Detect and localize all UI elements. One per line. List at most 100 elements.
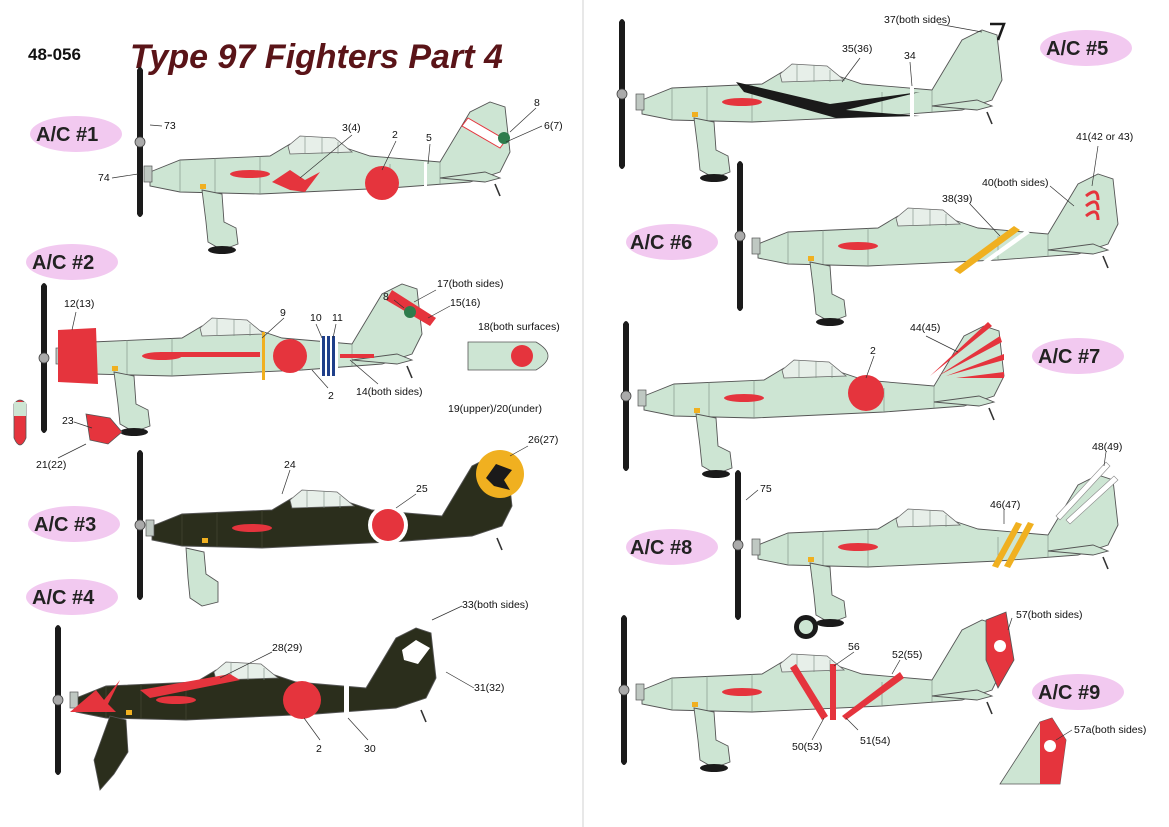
ac2-blue-bands [320, 334, 338, 378]
ac5-callout-34: 34 [904, 50, 916, 62]
ac2-wheel-spat [85, 413, 123, 445]
ac9-propeller [618, 614, 630, 766]
ac9-callout-57: 57(both sides) [1016, 609, 1083, 621]
ac6-propeller [734, 160, 746, 312]
ac8-propeller [732, 469, 744, 621]
ac3-hinomaru [372, 509, 404, 541]
ac8-callout-46: 46(47) [990, 499, 1020, 511]
ac8-diagonal-bands [992, 522, 1034, 568]
ac3-propeller [134, 449, 146, 601]
ac1-callout-3: 3(4) [342, 122, 361, 134]
aircraft-3: A/C #3 24 25 26(27) [28, 434, 558, 607]
ac1-hinomaru [365, 166, 399, 200]
ac2-callout-23: 23 [62, 415, 74, 427]
ac1-callout-73: 73 [164, 120, 176, 132]
ac8-callout-48: 48(49) [1092, 441, 1122, 453]
ac2-propeller [38, 282, 50, 434]
ac1-callout-5: 5 [426, 132, 432, 144]
ac4-hinomaru [283, 681, 321, 719]
ac9-tail-detail [999, 717, 1067, 785]
ac1-profile [143, 101, 511, 255]
ac2-rear-stripe [340, 354, 374, 358]
ac2-callout-21: 21(22) [36, 459, 66, 471]
ac8-callout-75: 75 [760, 483, 772, 495]
ac8-profile [751, 474, 1119, 628]
ac2-callout-9: 9 [280, 307, 286, 319]
ac4-callout-31: 31(32) [474, 682, 504, 694]
aircraft-4: A/C #4 33(both sides) 28(29) 31(32) 2 30 [26, 579, 529, 791]
ac4-callout-2: 2 [316, 743, 322, 755]
ac5-fuselage-band [910, 86, 914, 120]
ac2-drop-tank [13, 399, 27, 446]
aircraft-6: A/C #6 41(42 or 43) 40(both sides) 38(39… [626, 131, 1133, 327]
ac6-tail-marking [1085, 190, 1100, 221]
ac3-landing-gear [185, 547, 219, 607]
ac1-callout-6: 6(7) [544, 120, 563, 132]
ac9-label: A/C #9 [1038, 682, 1100, 704]
ac4-lightning-bolt [70, 680, 120, 712]
ac8-tail-stripes [1055, 461, 1119, 525]
ac8-label: A/C #8 [630, 537, 692, 559]
ac2-callout-8: 8 [383, 291, 389, 303]
ac4-label: A/C #4 [32, 587, 95, 609]
ac2-callout-18: 18(both surfaces) [478, 321, 560, 333]
ac5-callout-35: 35(36) [842, 43, 872, 55]
ac1-propeller [134, 66, 146, 218]
ac2-fuselage-band [262, 332, 265, 380]
ac4-fuselage-flash [140, 674, 240, 698]
ac2-callout-10: 10 [310, 312, 322, 324]
ac7-label: A/C #7 [1038, 346, 1100, 368]
ac9-callout-50: 50(53) [792, 741, 822, 753]
ac2-callout-15: 15(16) [450, 297, 480, 309]
ac4-callout-30: 30 [364, 743, 376, 755]
ac1-callout-74: 74 [98, 172, 110, 184]
ac4-callout-33: 33(both sides) [462, 599, 529, 611]
ac9-callout-51: 51(54) [860, 735, 890, 747]
ac6-diagonal-band-white [968, 230, 1030, 274]
ac2-fuselage-stripe [160, 352, 260, 357]
ac7-rising-sun-tail [930, 322, 1004, 378]
ac1-label: A/C #1 [36, 124, 98, 146]
ac2-red-cowling [58, 328, 98, 384]
ac5-label: A/C #5 [1046, 38, 1108, 60]
aircraft-7: A/C #7 44(45) 2 [620, 320, 1124, 479]
ac6-label: A/C #6 [630, 232, 692, 254]
ac8-wheel-hub [799, 620, 813, 634]
ac6-callout-38: 38(39) [942, 193, 972, 205]
ac2-wing-detail [467, 341, 549, 371]
ac5-tail-character [990, 22, 1006, 41]
ac6-callout-41: 41(42 or 43) [1076, 131, 1133, 143]
ac7-propeller [620, 320, 632, 472]
ac9-callout-56: 56 [848, 641, 860, 653]
ac4-fuselage-band [344, 678, 349, 720]
ac1-tail-stripe [461, 117, 507, 149]
ac2-tail-emblem [404, 306, 416, 318]
ac2-callout-14: 14(both sides) [356, 386, 423, 398]
ac9-callout-52: 52(55) [892, 649, 922, 661]
ac2-callout-11: 11 [332, 312, 343, 324]
ac1-callout-2: 2 [392, 129, 398, 141]
ac3-callout-24: 24 [284, 459, 296, 471]
aircraft-8: A/C #8 48(49) 75 46(47) [626, 441, 1122, 639]
ac5-lightning-stripe [736, 82, 920, 118]
ac2-callout-12: 12(13) [64, 298, 94, 310]
ac7-profile [637, 325, 1005, 479]
ac1-tail-emblem [498, 132, 510, 144]
ac7-callout-2: 2 [870, 345, 876, 357]
ac3-label: A/C #3 [34, 514, 96, 536]
sheet-title: Type 97 Fighters Part 4 [130, 38, 503, 76]
ac4-landing-gear [93, 715, 129, 791]
ac2-label: A/C #2 [32, 252, 94, 274]
ac7-callout-44: 44(45) [910, 322, 940, 334]
ac9-tail-emblem [994, 640, 1006, 652]
ac3-profile [145, 455, 513, 551]
ac6-diagonal-band [954, 226, 1020, 274]
ac4-tail-marking [402, 640, 430, 664]
ac9-callout-57a: 57a(both sides) [1074, 724, 1146, 736]
ac5-callout-37: 37(both sides) [884, 14, 951, 26]
ac4-callout-28: 28(29) [272, 642, 302, 654]
ac1-eagle-emblem [272, 170, 320, 192]
ac2-profile [55, 283, 423, 437]
ac2-callout-19: 19(upper)/20(under) [448, 403, 542, 415]
